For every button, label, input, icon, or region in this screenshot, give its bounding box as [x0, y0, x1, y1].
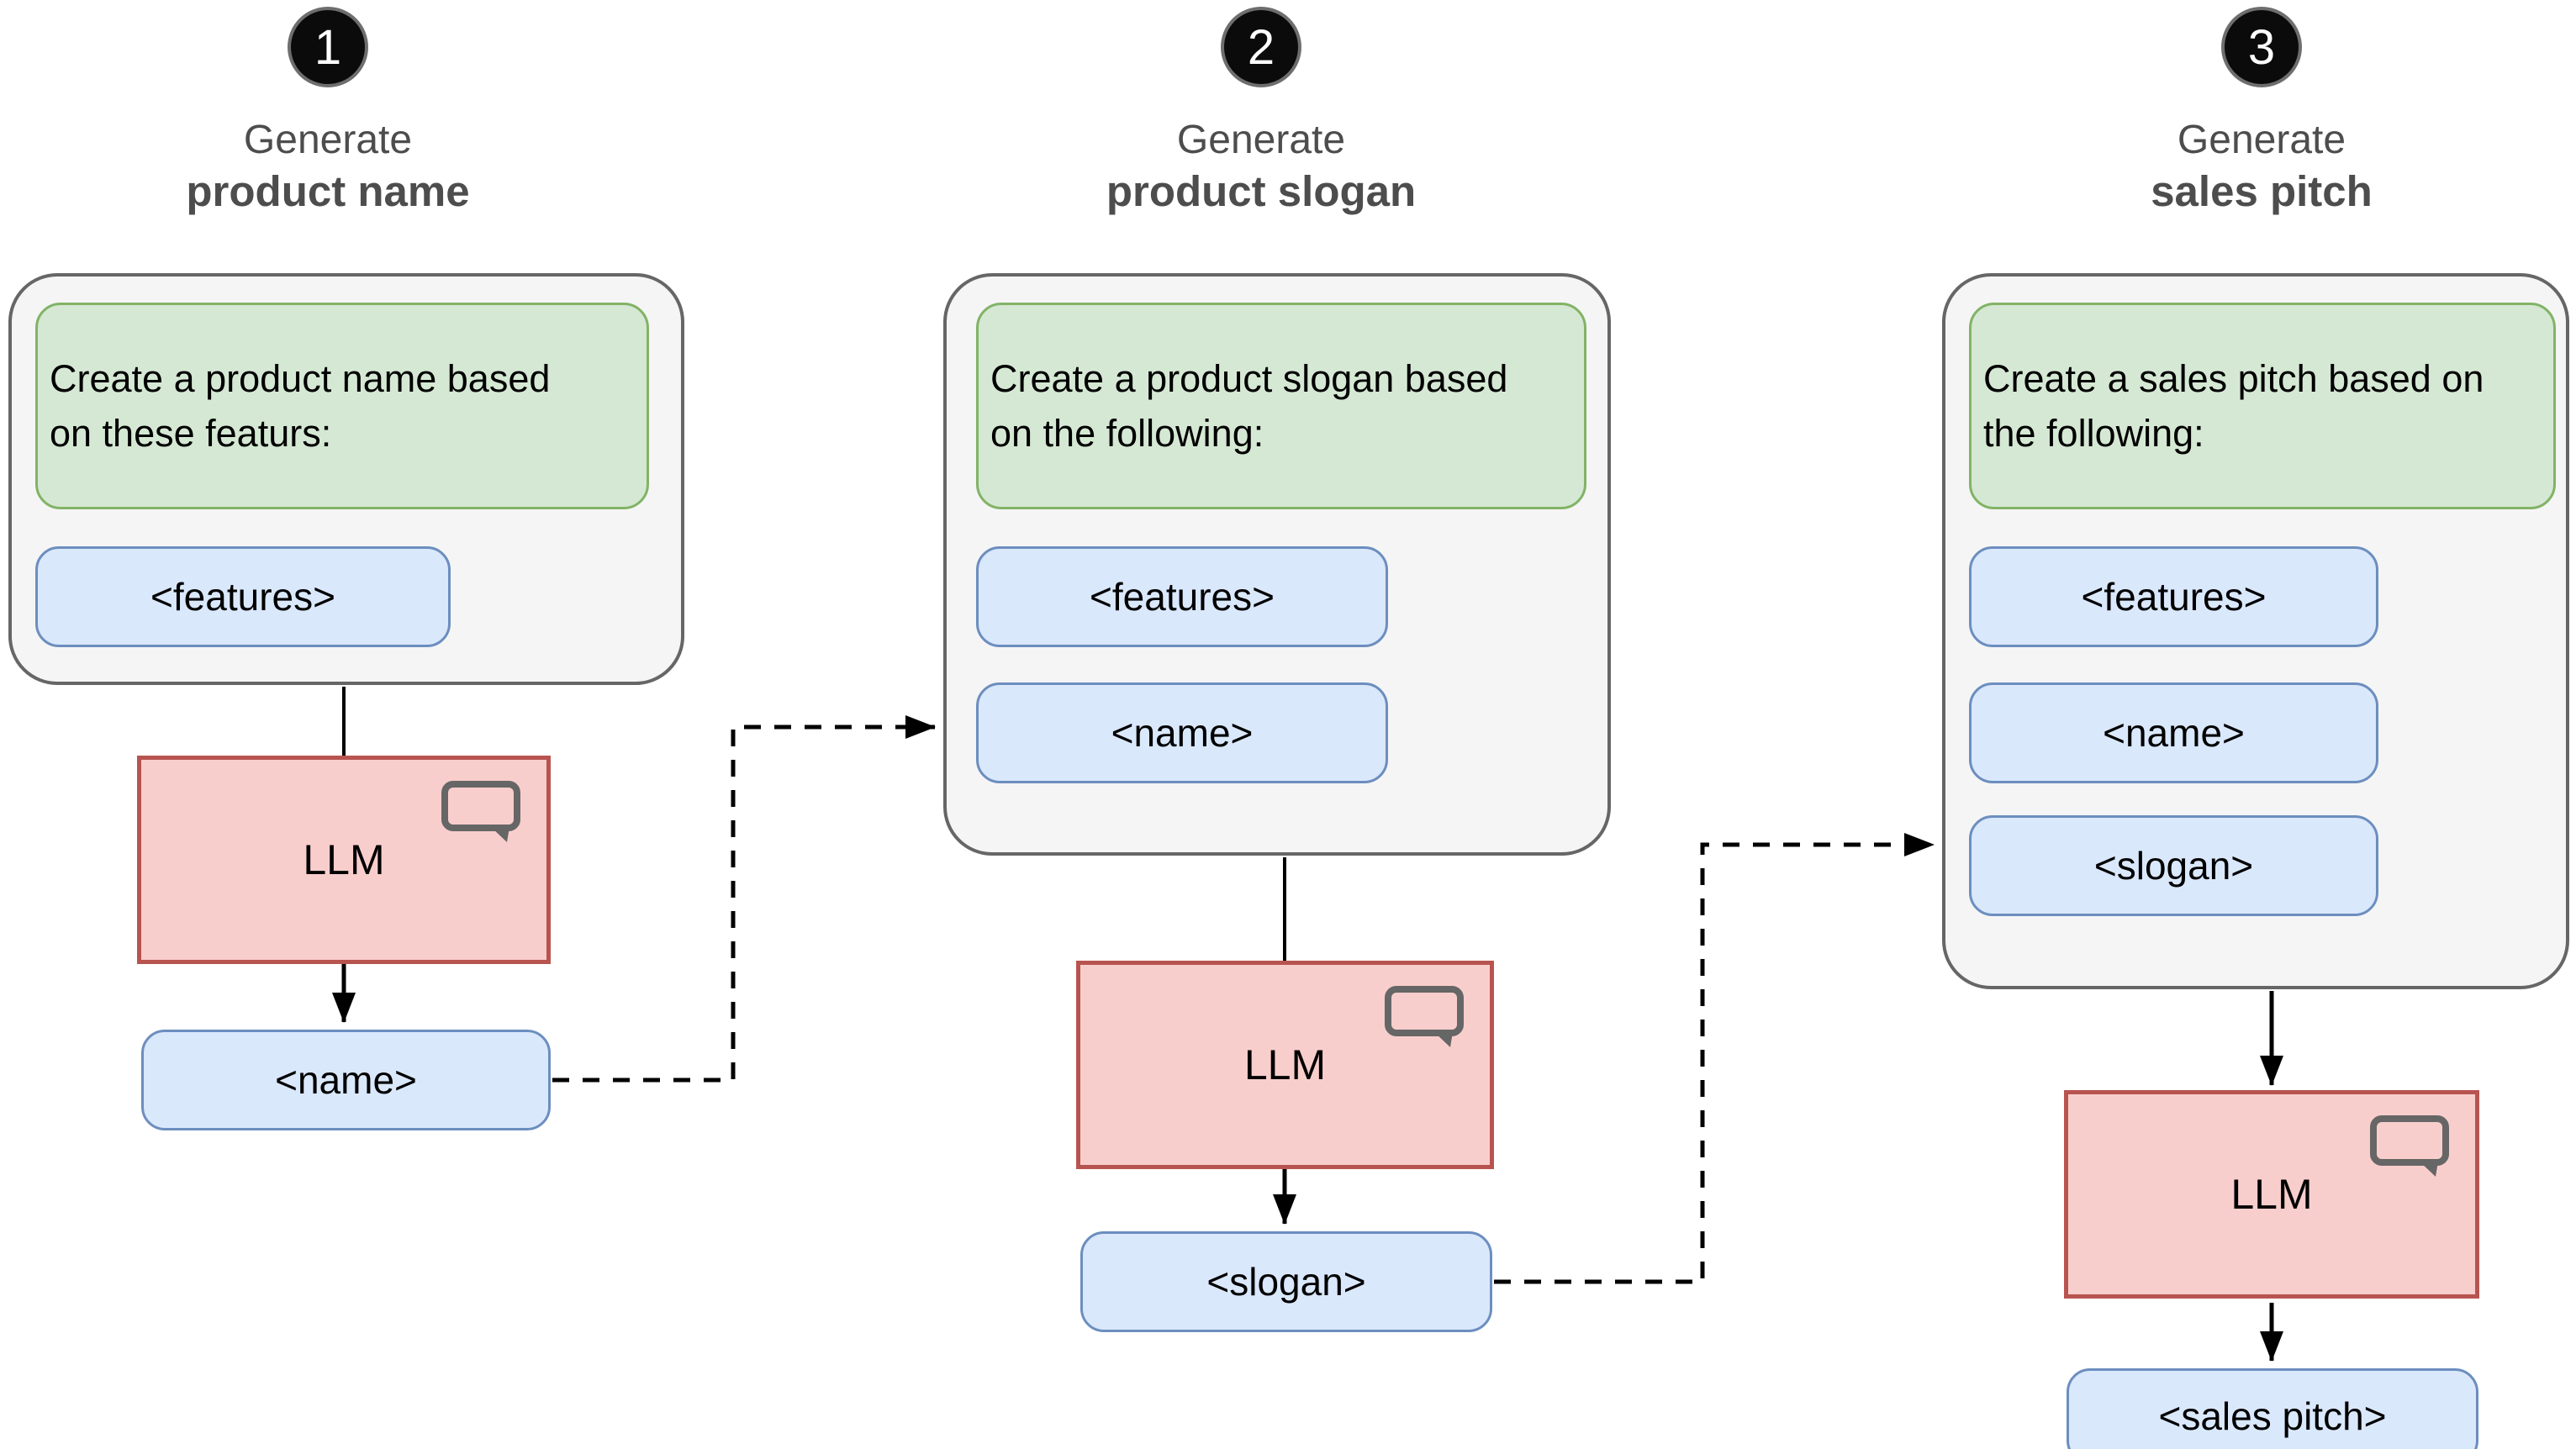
step3-number: 3: [2247, 19, 2276, 75]
step2-number: 2: [1247, 19, 1275, 75]
step1-prompt-box: Create a product name based on these fea…: [35, 303, 649, 509]
step2-output-slogan: <slogan>: [1080, 1231, 1492, 1332]
chat-bubble-icon: [2370, 1115, 2449, 1177]
step3-prompt-box: Create a sales pitch based on the follow…: [1969, 303, 2556, 509]
step1-input-features: <features>: [35, 546, 451, 647]
step2-prompt-line1: Create a product slogan based: [990, 356, 1508, 400]
step1-output-to-step2-dashed-arrow: [552, 715, 936, 1083]
step2-llm-box: LLM: [1076, 961, 1494, 1169]
chat-bubble-icon: [441, 781, 520, 842]
step1-llm-label: LLM: [303, 836, 385, 883]
step3-prompt-line2: the following:: [1983, 412, 2204, 455]
step1-title-line1: Generate: [243, 118, 413, 162]
step3-number-badge: 3: [2221, 7, 2302, 87]
step1-output-name: <name>: [141, 1030, 551, 1130]
step3-title-line2: sales pitch: [2151, 166, 2373, 215]
step2-input-name: <name>: [976, 682, 1388, 783]
step3-input-features: <features>: [1969, 546, 2378, 647]
step3-output-sales-pitch: <sales pitch>: [2067, 1368, 2478, 1449]
step1-title-line2: product name: [186, 166, 470, 215]
step2-number-badge: 2: [1221, 7, 1301, 87]
chat-bubble-icon: [1385, 986, 1464, 1047]
step3-title-line1: Generate: [2177, 118, 2346, 162]
step2-prompt-line2: on the following:: [990, 412, 1264, 455]
step1-number: 1: [314, 19, 342, 75]
step2-llm-label: LLM: [1243, 1041, 1327, 1088]
step1-number-badge: 1: [288, 7, 368, 87]
step2-input-features: <features>: [976, 546, 1388, 647]
step1-header: 1 Generate product name: [76, 7, 580, 218]
step1-prompt-line2: on these featurs:: [50, 412, 332, 455]
step3-input-name: <name>: [1969, 682, 2378, 783]
step2-output-to-step3-dashed-arrow: [1494, 833, 1935, 1284]
step3-input-slogan: <slogan>: [1969, 815, 2378, 916]
step1-prompt-line1: Create a product name based: [50, 356, 551, 400]
step2-header: 2 Generate product slogan: [1009, 7, 1513, 218]
step1-llm-box: LLM: [137, 756, 551, 964]
step2-title-line2: product slogan: [1106, 166, 1417, 215]
step3-prompt-line1: Create a sales pitch based on: [1983, 356, 2484, 400]
step2-title-line1: Generate: [1176, 118, 1346, 162]
step3-llm-label: LLM: [2230, 1171, 2313, 1218]
step3-llm-box: LLM: [2064, 1090, 2479, 1299]
step2-prompt-box: Create a product slogan based on the fol…: [976, 303, 1586, 509]
step3-header: 3 Generate sales pitch: [2009, 7, 2514, 218]
